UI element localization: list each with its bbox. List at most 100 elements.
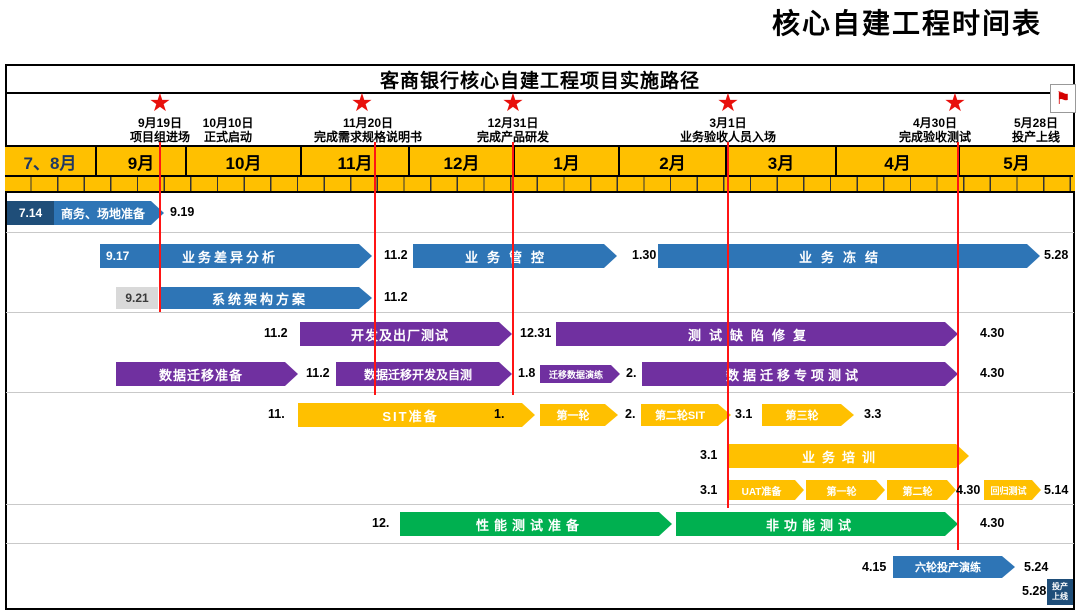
bar-sit-prep: SIT准备 bbox=[298, 403, 535, 427]
milestone-desc: 完成验收测试 bbox=[898, 130, 972, 145]
bar-tag-business-prep: 7.14 bbox=[7, 201, 54, 225]
bar-uat-round1: 第一轮 bbox=[806, 480, 885, 500]
date-note: 3.1 bbox=[700, 448, 718, 462]
bar-uat-prep: UAT准备 bbox=[727, 480, 804, 500]
month-cell: 7、8月 bbox=[5, 147, 95, 177]
date-note: 12. bbox=[372, 516, 390, 530]
title-divider bbox=[5, 92, 1075, 94]
date-note: 4.15 bbox=[862, 560, 887, 574]
milestone-line bbox=[159, 142, 161, 312]
row-gridline bbox=[6, 543, 1074, 544]
milestone-star-icon: ★ bbox=[943, 89, 967, 117]
milestone-label: 5月28日 投产上线 bbox=[1012, 116, 1060, 145]
row-gridline bbox=[6, 232, 1074, 233]
bar-migration-prep: 数据迁移准备 bbox=[116, 362, 298, 386]
bar-golive-rehearsal: 六轮投产演练 bbox=[893, 556, 1015, 578]
date-note: 5.24 bbox=[1024, 560, 1049, 574]
bar-sit-round3: 第三轮 bbox=[762, 404, 854, 426]
date-note: 12.31 bbox=[520, 326, 552, 340]
bar-business-training: 业务培训 bbox=[727, 444, 969, 468]
date-note: 11.2 bbox=[384, 290, 408, 304]
golive-flag-icon: ⚑ bbox=[1050, 84, 1076, 113]
date-note: 11.2 bbox=[384, 248, 408, 262]
milestone-date: 4月30日 bbox=[912, 116, 958, 130]
milestone-date: 5月28日 bbox=[1013, 116, 1059, 130]
date-note: 4.30 bbox=[980, 366, 1005, 380]
month-cell: 2月 bbox=[618, 147, 725, 177]
bar-system-architecture: 系统架构方案 bbox=[160, 287, 372, 309]
bar-migration-rehearsal: 迁移数据演练 bbox=[540, 365, 620, 383]
milestone-desc: 完成产品研发 bbox=[476, 130, 550, 145]
milestone-label: 3月1日 业务验收人员入场 bbox=[680, 116, 776, 145]
bar-sit-round1: 第一轮 bbox=[540, 404, 618, 426]
bar-sit-round2: 第二轮SIT bbox=[641, 404, 731, 426]
milestone-date: 3月1日 bbox=[709, 116, 747, 130]
bar-golive: 投产上线 bbox=[1047, 579, 1073, 605]
date-note: 9.19 bbox=[170, 205, 195, 219]
milestone-date: 11月20日 bbox=[342, 116, 394, 130]
milestone-star-icon: ★ bbox=[716, 89, 740, 117]
bar-business-control: 业务管控 bbox=[413, 244, 617, 268]
chart-title: 客商银行核心自建工程项目实施路径 bbox=[379, 71, 700, 92]
date-note: 4.30 bbox=[980, 516, 1005, 530]
milestone-desc: 业务验收人员入场 bbox=[679, 130, 777, 145]
bar-business-freeze: 业务冻结 bbox=[658, 244, 1040, 268]
date-note: 4.30 bbox=[980, 326, 1005, 340]
bar-business-site-prep: 商务、场地准备 bbox=[54, 201, 164, 225]
date-note: 1. bbox=[494, 407, 505, 421]
milestone-desc: 完成需求规格说明书 bbox=[313, 130, 423, 145]
milestone-label: 11月20日 完成需求规格说明书 bbox=[314, 116, 422, 145]
bar-defect-fix: 测试缺陷修复 bbox=[556, 322, 958, 346]
bar-migration-special-test: 数据迁移专项测试 bbox=[642, 362, 958, 386]
bar-dev-factory-test: 开发及出厂测试 bbox=[300, 322, 512, 346]
date-note: 1.8 bbox=[518, 366, 536, 380]
date-note: 5.28 bbox=[1022, 584, 1047, 598]
date-note: 11. bbox=[268, 407, 285, 421]
month-cell: 4月 bbox=[835, 147, 958, 177]
milestone-line bbox=[374, 142, 376, 395]
month-cell: 5月 bbox=[958, 147, 1073, 177]
milestone-desc: 正式启动 bbox=[203, 130, 253, 145]
milestone-line bbox=[512, 142, 514, 395]
row-gridline bbox=[6, 312, 1074, 313]
date-note: 5.28 bbox=[1044, 248, 1069, 262]
milestone-line bbox=[727, 142, 729, 508]
date-note: 3.3 bbox=[864, 407, 882, 421]
date-note: 11.2 bbox=[264, 326, 288, 340]
milestone-star-icon: ★ bbox=[501, 89, 525, 117]
week-ticks bbox=[5, 177, 1075, 191]
bar-tag-architecture: 9.21 bbox=[116, 287, 158, 309]
date-note: 11.2 bbox=[306, 366, 330, 380]
row-gridline bbox=[6, 504, 1074, 505]
date-note: 4.30 bbox=[956, 483, 981, 497]
milestone-star-icon: ★ bbox=[148, 89, 172, 117]
date-note: 5.14 bbox=[1044, 483, 1069, 497]
milestone-star-icon: ★ bbox=[350, 89, 374, 117]
milestone-line bbox=[957, 142, 959, 550]
month-cell: 1月 bbox=[513, 147, 618, 177]
month-cell: 11月 bbox=[300, 147, 408, 177]
milestone-label: 12月31日 完成产品研发 bbox=[477, 116, 549, 145]
month-cell: 12月 bbox=[408, 147, 513, 177]
milestone-label: 9月19日 项目组进场 bbox=[130, 116, 190, 145]
bar-nonfunctional-test: 非功能测试 bbox=[676, 512, 958, 536]
timeline-header: 7、8月 9月 10月 11月 12月 1月 2月 3月 4月 5月 bbox=[5, 145, 1075, 193]
bar-uat-round2: 第二轮 bbox=[887, 480, 956, 500]
flag-glyph: ⚑ bbox=[1055, 88, 1071, 108]
month-cell: 3月 bbox=[725, 147, 835, 177]
bar-gap-analysis: 9.17 业务差异分析 bbox=[100, 244, 372, 268]
milestone-date: 9月19日 bbox=[137, 116, 183, 130]
month-cell: 9月 bbox=[95, 147, 185, 177]
date-note: 2. bbox=[626, 366, 637, 380]
row-gridline bbox=[6, 392, 1074, 393]
bar-migration-dev: 数据迁移开发及自测 bbox=[336, 362, 512, 386]
milestone-label: 4月30日 完成验收测试 bbox=[899, 116, 971, 145]
bar-regression-test: 回归测试 bbox=[984, 480, 1041, 500]
milestone-label: 10月10日 正式启动 bbox=[203, 116, 254, 145]
milestone-date: 12月31日 bbox=[487, 116, 539, 130]
date-note: 1.30 bbox=[632, 248, 657, 262]
date-note: 3.1 bbox=[735, 407, 753, 421]
milestone-desc: 项目组进场 bbox=[129, 130, 191, 145]
date-note: 3.1 bbox=[700, 483, 718, 497]
